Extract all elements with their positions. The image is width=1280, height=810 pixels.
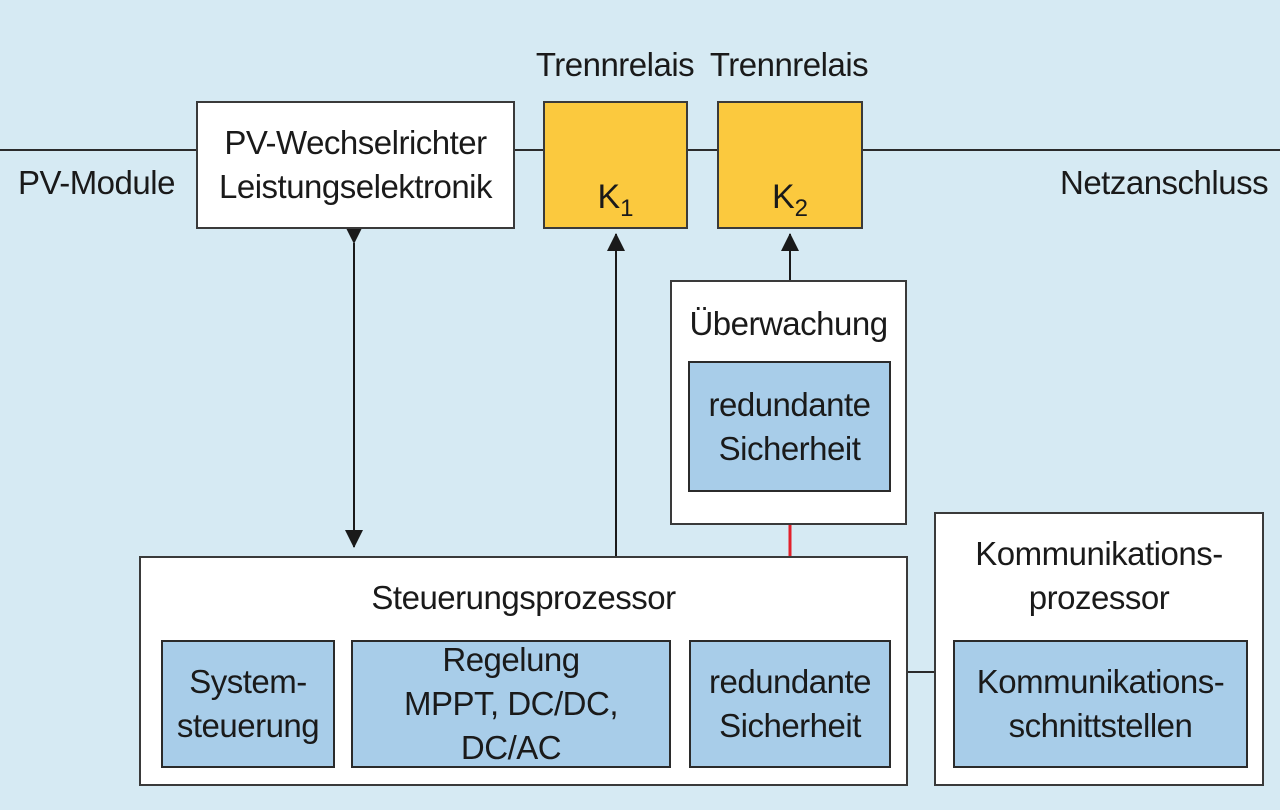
inverter-line2: Leistungselektronik [219, 168, 493, 205]
control-redundant-safety: redundante Sicherheit [689, 640, 891, 768]
relay-k2: K2 [717, 101, 863, 229]
inverter-box: PV-Wechselrichter Leistungselektronik [196, 101, 515, 229]
relay-k2-title: Trennrelais [709, 46, 869, 83]
communication-interfaces-block: Kommunikations- schnittstellen [953, 640, 1248, 768]
control-safety-line1: redundante [709, 663, 871, 700]
regulation-line2: MPPT, DC/DC, DC/AC [403, 685, 619, 766]
inverter-line1: PV-Wechselrichter [224, 124, 487, 161]
monitoring-box: Überwachung redundante Sicherheit [670, 280, 907, 525]
system-control-line2: steuerung [176, 707, 320, 744]
control-processor-box: Steuerungsprozessor System- steuerung Re… [139, 556, 908, 786]
communication-title-line1: Kommunikations- [975, 535, 1223, 572]
control-processor-title: Steuerungsprozessor [371, 579, 676, 616]
relay-k2-label: K2 [771, 178, 809, 222]
relay-k1: K1 [543, 101, 688, 229]
control-safety-line2: Sicherheit [719, 707, 861, 744]
communication-interfaces-line2: schnittstellen [1008, 707, 1193, 744]
system-control-block: System- steuerung [161, 640, 335, 768]
communication-processor-box: Kommunikations- prozessor Kommunikations… [934, 512, 1264, 786]
monitoring-title: Überwachung [689, 305, 888, 342]
monitoring-safety-line1: redundante [708, 385, 871, 423]
grid-connection-label: Netzanschluss [1060, 164, 1269, 201]
monitoring-redundant-safety: redundante Sicherheit [688, 361, 891, 492]
communication-title-line2: prozessor [1028, 579, 1170, 616]
monitoring-safety-line2: Sicherheit [718, 429, 861, 467]
regulation-block: Regelung MPPT, DC/DC, DC/AC [351, 640, 671, 768]
relay-k1-label: K1 [597, 178, 634, 222]
regulation-line1: Regelung [442, 641, 580, 678]
communication-interfaces-line1: Kommunikations- [976, 663, 1225, 700]
pv-modules-label: PV-Module [18, 164, 175, 201]
system-control-line1: System- [189, 663, 307, 700]
relay-k1-title: Trennrelais [535, 46, 695, 83]
